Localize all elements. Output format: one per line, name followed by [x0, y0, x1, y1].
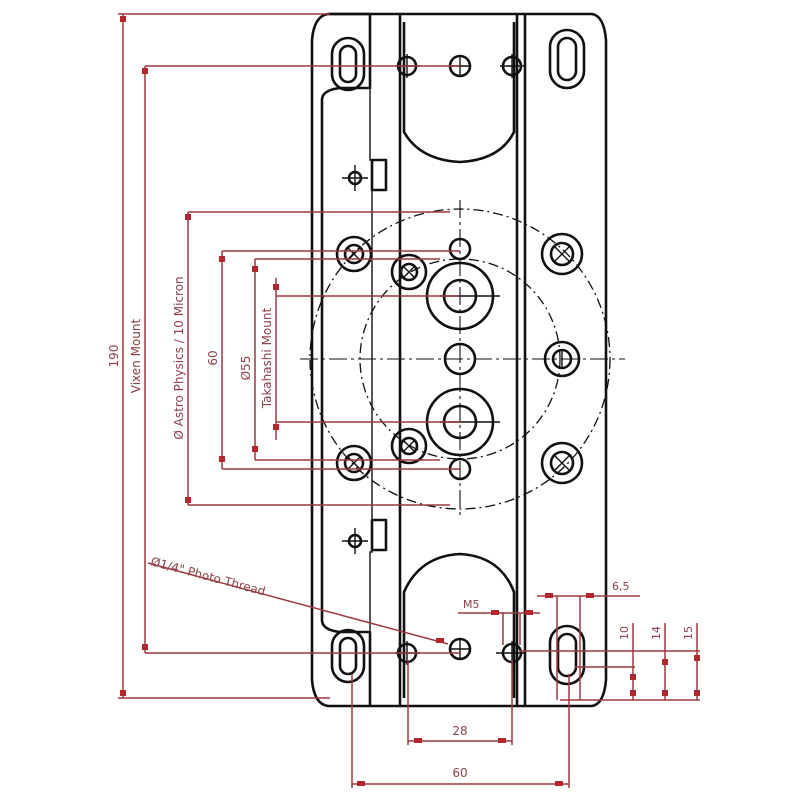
slot-10-label: 10 — [618, 626, 631, 640]
vixen-mount-label: Vixen Mount — [129, 318, 143, 393]
dimension-slot-heights: 10 14 15 — [520, 623, 700, 701]
dimension-astro-physics: Ø Astro Physics / 10 Micron — [172, 211, 450, 506]
m5-label: M5 — [463, 598, 480, 611]
dim-190-label: 190 — [107, 345, 121, 368]
dim-28-label: 28 — [452, 724, 467, 738]
takahashi-dia-label: Ø55 — [239, 356, 253, 381]
dimension-28: 28 — [407, 660, 513, 745]
astro-physics-label: Ø Astro Physics / 10 Micron — [172, 276, 186, 439]
slot-15-label: 15 — [682, 626, 695, 640]
dimension-takahashi: Ø55 Takahashi Mount — [239, 258, 460, 461]
slot-14-label: 14 — [650, 626, 663, 640]
dimension-6-5: 6,5 — [537, 580, 640, 700]
dimension-60-horizontal: 60 — [351, 674, 570, 788]
takahashi-mount-label: Takahashi Mount — [260, 308, 274, 410]
dimension-60-vertical: 60 — [206, 250, 460, 470]
mounting-slots — [330, 28, 586, 686]
dim-60-bottom-label: 60 — [452, 766, 467, 780]
slot-width-label: 6,5 — [612, 580, 630, 593]
photo-thread-label: Ø1/4" Photo Thread — [149, 554, 267, 598]
dimension-vixen: Vixen Mount — [129, 65, 460, 654]
dim-60-label: 60 — [206, 350, 220, 365]
dimension-m5: M5 — [458, 598, 540, 645]
dimension-190: 190 — [107, 13, 330, 699]
